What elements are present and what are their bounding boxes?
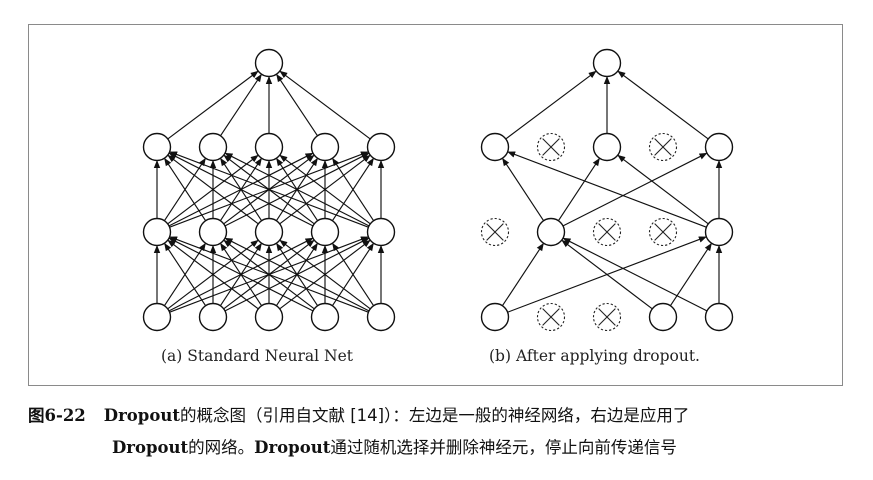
caption-term-dropout: Dropout [254,438,331,457]
standard-net-connections [153,70,385,313]
dropped-neuron [536,132,566,162]
connection-arrow [617,70,709,140]
neuron [198,302,228,332]
neuron [254,217,284,247]
connection-arrow [167,70,259,140]
connection-arrow [168,237,314,312]
neuron [366,302,396,332]
dropped-neuron [480,217,510,247]
connection-arrow [167,154,259,225]
connection-arrow [168,152,314,227]
connection-arrow [167,239,259,310]
connection-arrow [562,237,708,312]
subcaption-standard-net: (a) Standard Neural Net [161,347,353,365]
connection-arrow [502,157,545,222]
neuron [310,217,340,247]
subcaption-dropout-net: (b) After applying dropout. [489,347,700,365]
neuron [366,132,396,162]
neuron [254,132,284,162]
caption-term-dropout: Dropout [112,438,189,457]
neuron [592,48,622,78]
neuron [142,217,172,247]
connection-arrow [169,236,369,313]
caption-text: 的网络。 [188,438,255,457]
dropped-neuron [592,302,622,332]
connection-arrow [669,242,712,307]
dropout-net-connections [501,70,723,313]
connection-arrow [169,151,369,228]
neuron [366,217,396,247]
standard-net-neurons [142,48,396,332]
neuron [254,48,284,78]
connection-arrow [279,70,371,140]
dropped-neuron [536,302,566,332]
cross-mark [542,138,560,156]
connection-arrow [332,157,375,222]
dropped-neuron [648,217,678,247]
connection-arrow [501,242,544,307]
figure-number: 6-22 [44,406,86,425]
caption-line-2: Dropout的网络。Dropout通过随机选择并删除神经元，停止向前传递信号 [28,432,858,464]
dropout-net-neurons [480,48,734,332]
connection-arrow [279,239,371,310]
connection-arrow [507,151,707,228]
network-diagrams [142,48,734,332]
connection-arrow [557,157,600,222]
connection-arrow [224,152,370,227]
connection-arrow [279,154,371,225]
caption-text: 通过随机选择并删除神经元，停止向前传递信号 [330,438,677,457]
neuron [536,217,566,247]
connection-arrow [617,154,709,225]
cross-mark [542,308,560,326]
cross-mark [598,308,616,326]
connection-arrow [164,242,207,307]
neuron [142,132,172,162]
cross-mark [486,223,504,241]
dropped-neuron [648,132,678,162]
neuron [704,132,734,162]
caption-text: 的概念图（引用自文献 [14]）：左边是一般的神经网络，右边是应用了 [179,406,690,425]
connection-arrow [562,152,708,227]
figure-frame: (a) Standard Neural Net (b) After applyi… [28,24,843,386]
caption-line-1: 图6-22 Dropout的概念图（引用自文献 [14]）：左边是一般的神经网络，… [28,400,858,432]
connection-arrow [224,237,370,312]
connection-arrow [332,242,375,307]
cross-mark [654,138,672,156]
neuron [254,302,284,332]
neuron [198,217,228,247]
connection-arrow [220,73,262,137]
neuron [704,302,734,332]
cross-mark [654,223,672,241]
neuron [480,132,510,162]
neuron [592,132,622,162]
connection-arrow [505,70,597,140]
neuron [310,302,340,332]
neuron [142,302,172,332]
figure-label: 图 [28,406,45,425]
neuron [704,217,734,247]
neuron [480,302,510,332]
neuron [648,302,678,332]
neuron [310,132,340,162]
caption-term-dropout: Dropout [103,406,180,425]
connection-arrow [164,157,207,222]
connection-arrow [276,73,318,137]
cross-mark [598,223,616,241]
dropped-neuron [592,217,622,247]
neuron [198,132,228,162]
connection-arrow [561,239,653,310]
